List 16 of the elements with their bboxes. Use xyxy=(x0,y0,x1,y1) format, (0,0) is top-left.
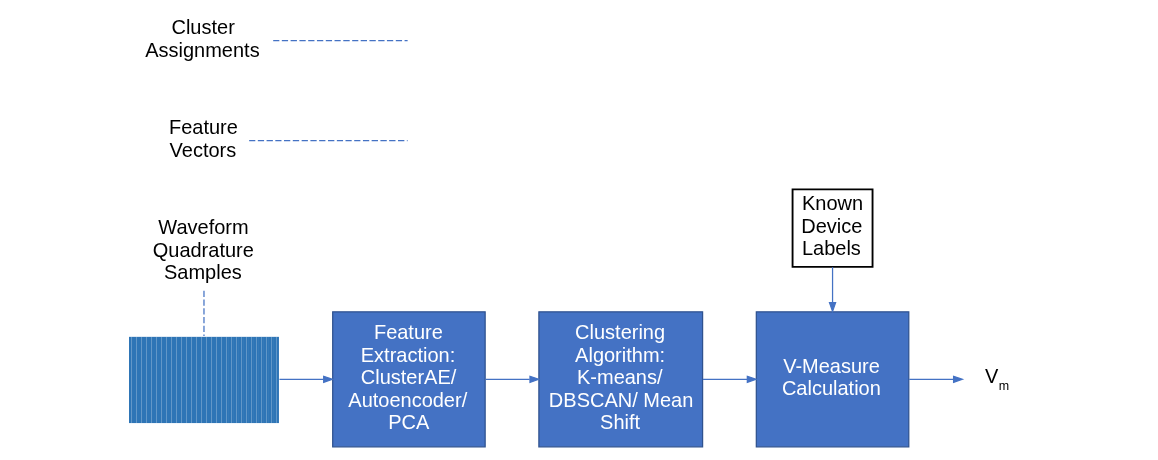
connector xyxy=(248,140,408,142)
arrow xyxy=(701,375,758,384)
arrow xyxy=(278,375,334,384)
connector xyxy=(272,40,408,42)
connector xyxy=(202,290,205,337)
node-box: Known Device Labels xyxy=(791,188,873,268)
node-box: Feature Extraction: ClusterAE/ Autoencoder/ PCA xyxy=(331,311,486,448)
node-box: Clustering Algorithm: K-means/ DBSCAN/ Mean Shift xyxy=(537,311,703,448)
node-text: V$_{m}$ xyxy=(984,364,1009,393)
arrow xyxy=(484,375,541,384)
node-text: Feature Vectors xyxy=(168,116,238,161)
arrow xyxy=(828,266,836,314)
node-text: Waveform Quadrature Samples xyxy=(152,216,254,284)
node-text: Cluster Assignments xyxy=(144,16,260,61)
arrow xyxy=(908,375,964,384)
node-box: V-Measure Calculation xyxy=(755,311,909,448)
